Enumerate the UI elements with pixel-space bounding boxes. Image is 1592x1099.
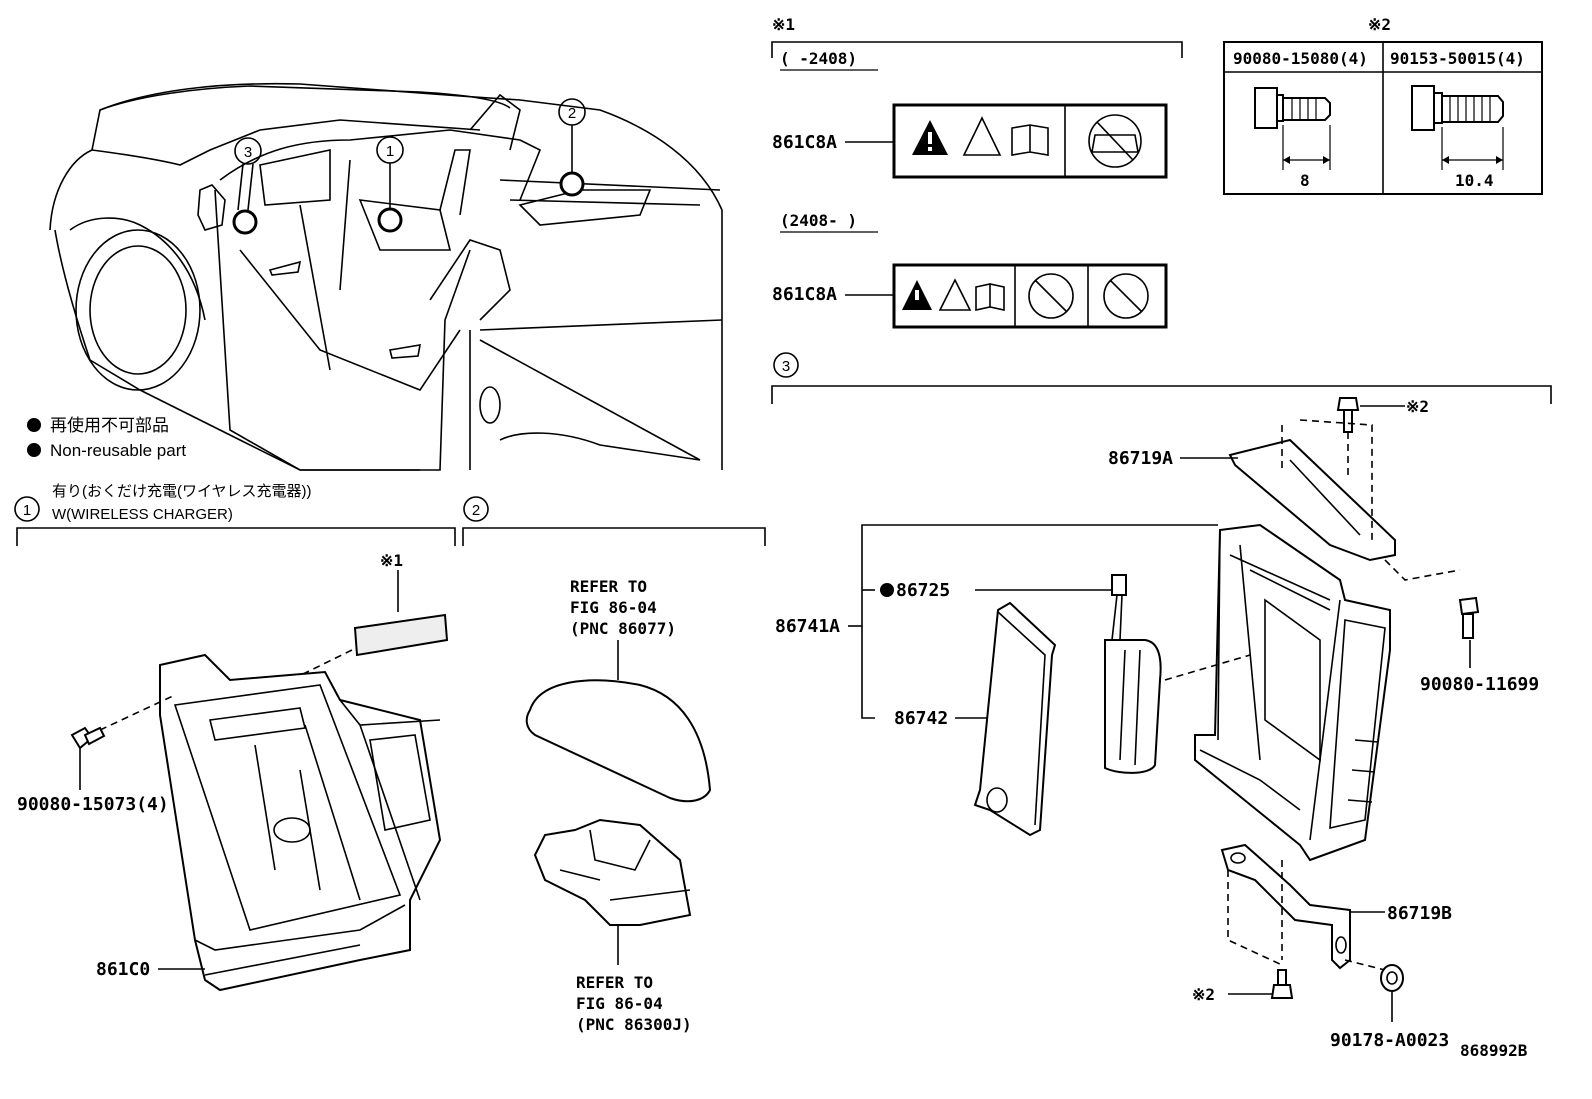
note-1-range-b: (2408- ) <box>780 211 857 230</box>
section-1-number: 1 <box>23 502 31 519</box>
note-2-dim-1: 8 <box>1300 171 1310 190</box>
bolt-90080-11699 <box>1384 559 1480 668</box>
refer-1-line-2: FIG 86-04 <box>570 598 657 617</box>
section-1-header-en: W(WIRELESS CHARGER) <box>52 506 233 523</box>
marker-2-callout: 2 <box>558 98 586 197</box>
marker-2-text: 2 <box>568 105 576 122</box>
marker-1-text: 1 <box>386 143 394 160</box>
note-1-mark: ※1 <box>772 15 795 34</box>
part-861C0: 861C0 <box>96 959 150 980</box>
note-1: ※1 ( -2408) 861C8A (2408- ) 861C8A <box>771 15 1183 329</box>
part-90080-11699: 90080-11699 <box>1420 674 1539 695</box>
bracket-86719B <box>1220 843 1351 970</box>
refer-1-line-3: (PNC 86077) <box>570 619 676 638</box>
marker-3-callout: 3 <box>232 137 262 235</box>
battery-86725 <box>1104 574 1251 774</box>
hazard-triangle-icon <box>938 278 972 311</box>
bolt-top-ref: ※2 <box>1406 397 1429 416</box>
nut-90178-A0023 <box>1344 959 1404 1022</box>
warning-label-b <box>892 263 1168 329</box>
manual-icon <box>975 283 1005 311</box>
refer-1-line-1: REFER TO <box>570 577 647 596</box>
bolt-icon-2 <box>1411 85 1504 170</box>
manual-icon <box>1011 124 1049 156</box>
section-2: 2 REFER TO FIG 86-04 (PNC 86077) REFER T… <box>462 496 766 1034</box>
section-2-number: 2 <box>472 502 480 519</box>
section-1-note-ref: ※1 <box>380 551 403 570</box>
label-a-part: 861C8A <box>772 132 837 153</box>
legend-item-jp: 再使用不可部品 <box>50 415 169 435</box>
marker-3-text: 3 <box>244 144 252 161</box>
note-2-dim-2: 10.4 <box>1455 171 1494 190</box>
refer-2-line-1: REFER TO <box>576 973 653 992</box>
section-3: 3 ※2 86719A 90080-11699 <box>771 352 1552 1060</box>
wireless-charger-module <box>159 653 442 992</box>
section-3-number: 3 <box>782 358 790 375</box>
note-2-mark: ※2 <box>1368 15 1391 34</box>
bolt-bottom-ref: ※2 <box>1192 985 1215 1004</box>
label-b-part: 861C8A <box>772 284 837 305</box>
bracket-86719A <box>1228 438 1396 562</box>
section-1-header-jp: 有り(おくだけ充電(ワイヤレス充電器)) <box>52 483 312 500</box>
bolt-icon-1 <box>1254 87 1331 170</box>
marker-1-callout: 1 <box>376 136 404 233</box>
no-item-icon <box>1028 273 1074 319</box>
bolt-90080-15073 <box>70 694 176 790</box>
diagram-id: 868992B <box>1460 1041 1528 1060</box>
part-86719B: 86719B <box>1387 903 1452 924</box>
no-item-icon-2 <box>1103 273 1149 319</box>
label-sticker <box>353 613 449 657</box>
antenna-assembly <box>533 818 692 926</box>
part-86719A: 86719A <box>1108 448 1173 469</box>
part-90080-15073: 90080-15073(4) <box>17 794 169 815</box>
note-2-table: ※2 90080-15080(4) 90153-50015(4) 8 <box>1223 15 1543 195</box>
part-90178-A0023: 90178-A0023 <box>1330 1030 1449 1051</box>
vehicle-illustration <box>49 82 723 471</box>
hazard-triangle-icon <box>962 116 1002 156</box>
refer-2-line-2: FIG 86-04 <box>576 994 663 1013</box>
legend-item-en: Non-reusable part <box>50 441 186 460</box>
no-item-icon <box>1088 114 1142 168</box>
cover-86742 <box>973 601 1057 837</box>
warning-label-a <box>892 103 1168 179</box>
bolt-bottom <box>1228 969 1294 999</box>
note-1-range-a: ( -2408) <box>780 49 857 68</box>
legend: 再使用不可部品 Non-reusable part <box>27 415 186 460</box>
refer-2-line-3: (PNC 86300J) <box>576 1015 692 1034</box>
note-2-part-1: 90080-15080(4) <box>1233 49 1368 68</box>
part-86725: 86725 <box>896 580 950 601</box>
part-86741A: 86741A <box>775 616 840 637</box>
section-1: 1 有り(おくだけ充電(ワイヤレス充電器)) W(WIRELESS CHARGE… <box>14 483 456 992</box>
antenna-cover <box>525 679 712 803</box>
part-86742: 86742 <box>894 708 948 729</box>
main-unit-86741A <box>1194 523 1391 862</box>
note-2-part-2: 90153-50015(4) <box>1390 49 1525 68</box>
